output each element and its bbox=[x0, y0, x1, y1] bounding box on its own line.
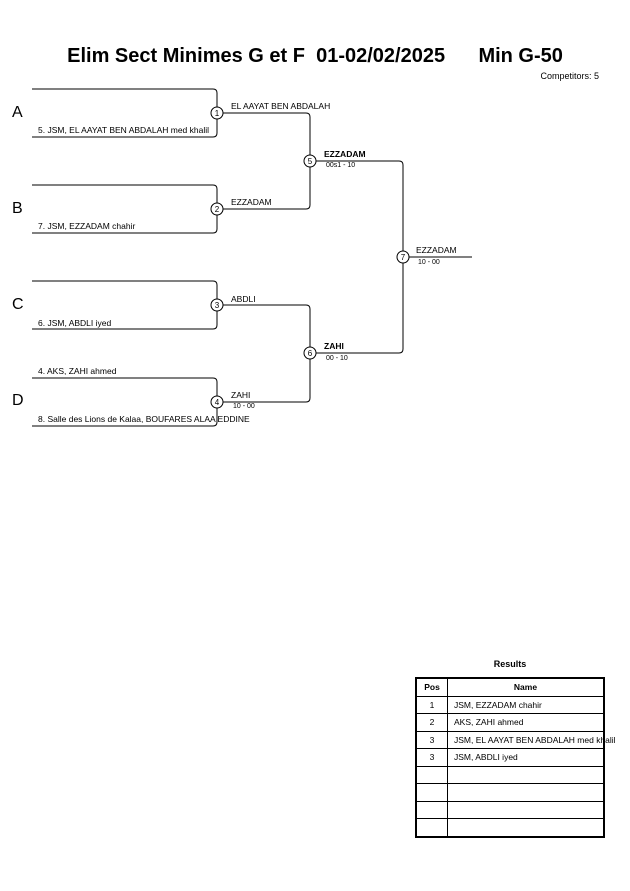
table-row bbox=[415, 783, 605, 802]
match-number-5: 5 bbox=[308, 157, 313, 166]
results-header-name: Name bbox=[447, 677, 605, 697]
match-circle-5 bbox=[303, 154, 317, 168]
match-5-score: 00s1 - 10 bbox=[326, 162, 356, 169]
match-5-winner: EZZADAM bbox=[324, 149, 366, 159]
result-name bbox=[447, 765, 605, 784]
result-pos bbox=[415, 783, 448, 802]
match-number-4: 4 bbox=[215, 398, 220, 407]
match-circle-1 bbox=[210, 106, 224, 120]
match-6-score: 00 - 10 bbox=[326, 355, 348, 362]
entry-d-bottom: 8. Salle des Lions de Kalaa, BOUFARES AL… bbox=[38, 414, 250, 424]
result-pos bbox=[415, 818, 448, 837]
results-title: Results bbox=[493, 659, 527, 669]
result-pos bbox=[415, 800, 448, 819]
result-name: JSM, ABDLI iyed bbox=[447, 748, 605, 767]
result-name: AKS, ZAHI ahmed bbox=[447, 713, 605, 732]
table-row bbox=[415, 765, 605, 784]
pool-label-b: B bbox=[12, 200, 23, 217]
results-header-pos: Pos bbox=[415, 677, 448, 697]
match-4-score: 10 - 00 bbox=[233, 403, 255, 410]
match-7-score: 10 - 00 bbox=[418, 259, 440, 266]
event-date: 01-02/02/2025 bbox=[316, 45, 446, 67]
match-number-1: 1 bbox=[215, 109, 220, 118]
match-circle-7 bbox=[396, 250, 410, 264]
result-name bbox=[447, 818, 605, 837]
match-7-winner: EZZADAM bbox=[416, 245, 457, 255]
match-3-winner: ABDLI bbox=[231, 294, 256, 304]
bracket-line-m6 bbox=[223, 304, 311, 403]
result-pos: 3 bbox=[415, 748, 448, 767]
match-number-3: 3 bbox=[215, 301, 220, 310]
category-label: Min G-50 bbox=[478, 45, 563, 67]
entry-d-top: 4. AKS, ZAHI ahmed bbox=[38, 366, 117, 376]
match-number-7: 7 bbox=[401, 253, 406, 262]
entry-b-bottom: 7. JSM, EZZADAM chahir bbox=[38, 221, 136, 231]
match-2-winner: EZZADAM bbox=[231, 197, 272, 207]
result-name: JSM, EZZADAM chahir bbox=[447, 695, 605, 714]
table-row bbox=[415, 818, 605, 837]
pool-label-d: D bbox=[12, 392, 24, 409]
pool-label-c: C bbox=[12, 296, 24, 313]
result-name bbox=[447, 800, 605, 819]
match-number-2: 2 bbox=[215, 205, 220, 214]
event-title: Elim Sect Minimes G et F bbox=[67, 45, 305, 67]
result-pos: 3 bbox=[415, 730, 448, 749]
match-number-6: 6 bbox=[308, 349, 313, 358]
match-circle-3 bbox=[210, 298, 224, 312]
entry-a-bottom: 5. JSM, EL AAYAT BEN ABDALAH med khalil bbox=[38, 125, 210, 135]
match-1-winner: EL AAYAT BEN ABDALAH bbox=[231, 101, 331, 111]
pool-label-a: A bbox=[12, 104, 23, 121]
page-title: Elim Sect Minimes G et F 01-02/02/2025 M… bbox=[0, 45, 630, 68]
match-6-winner: ZAHI bbox=[324, 341, 344, 351]
entry-c-bottom: 6. JSM, ABDLI iyed bbox=[38, 318, 112, 328]
table-row bbox=[415, 800, 605, 819]
competitors-count: Competitors: 5 bbox=[540, 71, 599, 81]
result-pos: 2 bbox=[415, 713, 448, 732]
match-circle-4 bbox=[210, 395, 224, 409]
match-circle-6 bbox=[303, 346, 317, 360]
result-pos bbox=[415, 765, 448, 784]
result-name bbox=[447, 783, 605, 802]
result-pos: 1 bbox=[415, 695, 448, 714]
bracket-line-m7 bbox=[316, 160, 404, 354]
match-4-winner: ZAHI bbox=[231, 390, 251, 400]
bracket-line-m5 bbox=[223, 112, 311, 210]
result-name: JSM, EL AAYAT BEN ABDALAH med khalil bbox=[447, 730, 616, 749]
match-circle-2 bbox=[210, 202, 224, 216]
